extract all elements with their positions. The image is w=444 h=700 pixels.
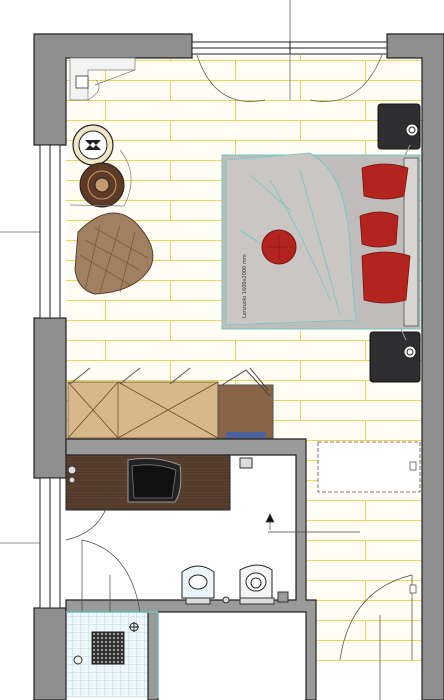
- bathroom-vanity: [65, 454, 253, 511]
- bedside-table-top: [377, 103, 421, 177]
- wardrobe: [67, 367, 274, 439]
- wall-top-left: [33, 33, 193, 146]
- wall-top-right: [386, 33, 444, 700]
- bidet: [181, 565, 215, 605]
- bed: Lenzuolo 1600x2000 mm: [221, 152, 421, 330]
- walls: [33, 33, 444, 700]
- wall-left-mid: [33, 317, 67, 479]
- round-side-table: [69, 149, 132, 208]
- window-left-top: [0, 144, 61, 319]
- wall-partition: [65, 438, 317, 700]
- entry-wardrobe: [317, 441, 421, 594]
- pillows: [359, 163, 411, 304]
- bathroom-door: [65, 479, 141, 613]
- window-top: [191, 0, 388, 55]
- toilet: [222, 564, 289, 605]
- armchair: [74, 212, 154, 295]
- wall-left-bottom: [33, 607, 67, 700]
- window-sash-swings: [196, 54, 383, 102]
- bedside-table-bottom: [369, 315, 421, 383]
- round-clock-table: [72, 124, 114, 166]
- window-left-bottom: [0, 477, 61, 609]
- shower: [66, 611, 159, 698]
- bed-label: Lenzuolo 1600x2000 mm: [242, 254, 248, 318]
- desk-corner: [69, 57, 136, 101]
